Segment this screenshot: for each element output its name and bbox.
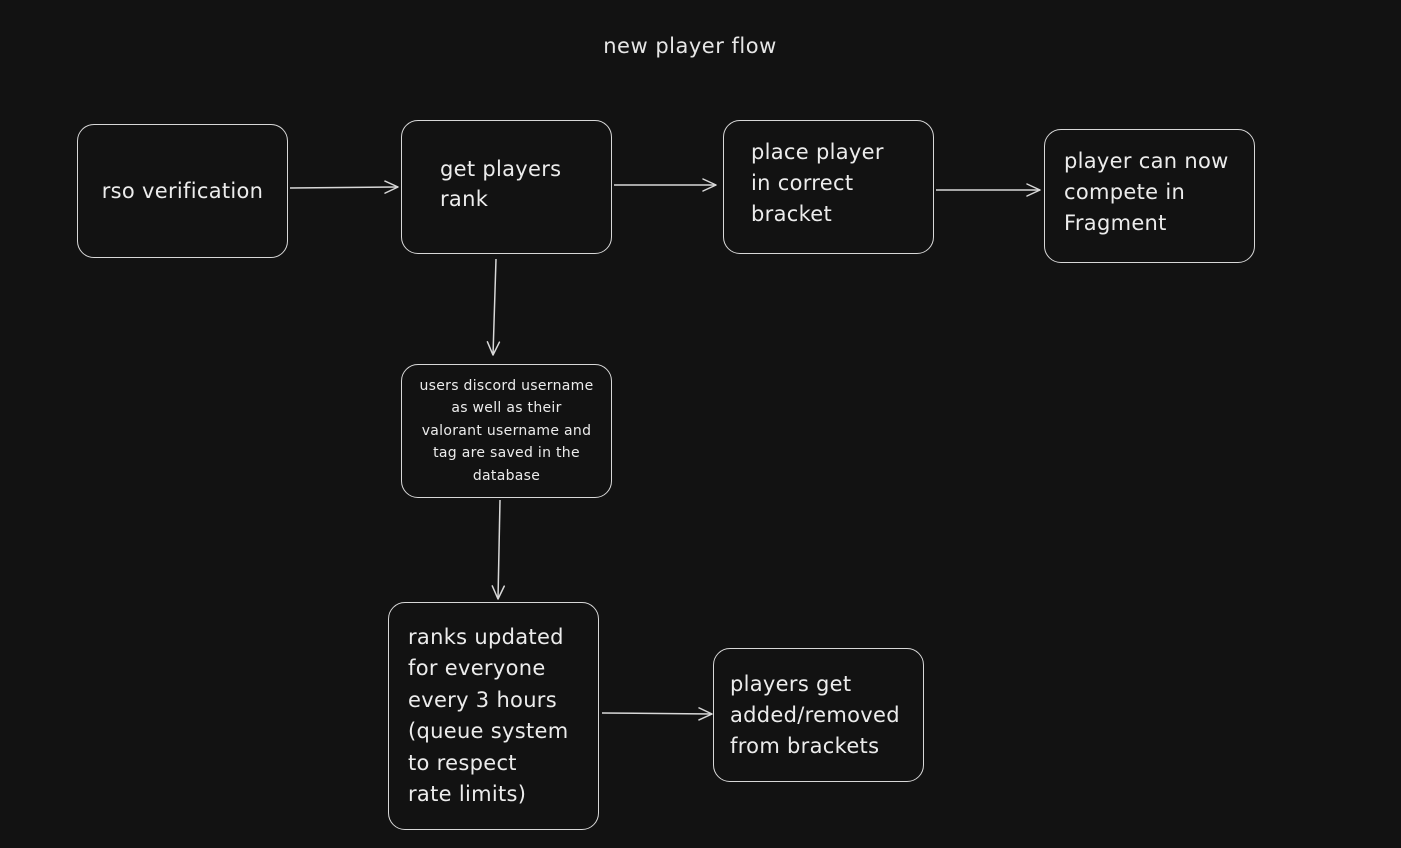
node-rso-verification: rso verification xyxy=(77,124,288,258)
arrow-ranks-to-players xyxy=(601,707,713,721)
diagram-title: new player flow xyxy=(603,34,777,58)
arrow-rso-to-rank xyxy=(289,180,399,194)
node-get-players-rank: get players rank xyxy=(401,120,612,254)
arrow-database-to-ranks xyxy=(491,499,506,600)
node-place-player-in-bracket: place player in correct bracket xyxy=(723,120,934,254)
node-players-added-removed: players get added/removed from brackets xyxy=(713,648,924,782)
node-player-can-compete: player can now compete in Fragment xyxy=(1044,129,1255,263)
node-usernames-saved-database: users discord username as well as their … xyxy=(401,364,612,498)
node-ranks-updated: ranks updated for everyone every 3 hours… xyxy=(388,602,599,830)
arrow-rank-to-database xyxy=(486,258,501,356)
